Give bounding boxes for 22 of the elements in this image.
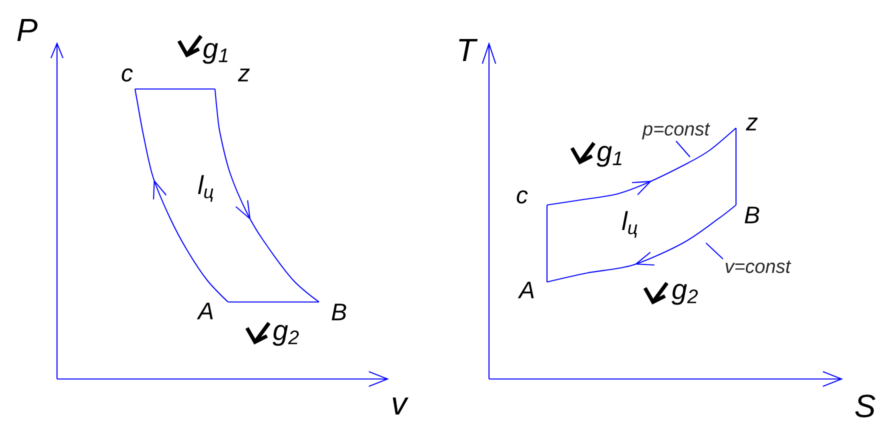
heat-label: g$_{2}$ [272,324,299,346]
heat-label: g$_{1}$ [202,42,228,64]
work-label: l$_{ц}$ [198,175,214,202]
point-label: c [122,68,133,82]
point-label: B [744,206,760,224]
annotation-label: v=const [726,260,792,274]
heat-label: g$_{1}$ [596,146,622,167]
point-label: z [238,68,250,82]
point-label: A [196,302,213,320]
axis-label: S [855,394,876,418]
axis-label: P [17,18,38,41]
axis-label: T [459,38,478,61]
leader-line [706,242,724,260]
point-label: c [516,190,528,204]
work-label: l$_{ц}$ [622,211,638,238]
point-label: B [332,304,346,320]
leader-line [676,140,690,158]
point-label: A [518,282,534,298]
heat-label: g$_{2}$ [672,284,698,305]
annotation-label: p=const [642,123,710,140]
axis-label: v [392,398,409,414]
point-label: z [746,118,758,130]
